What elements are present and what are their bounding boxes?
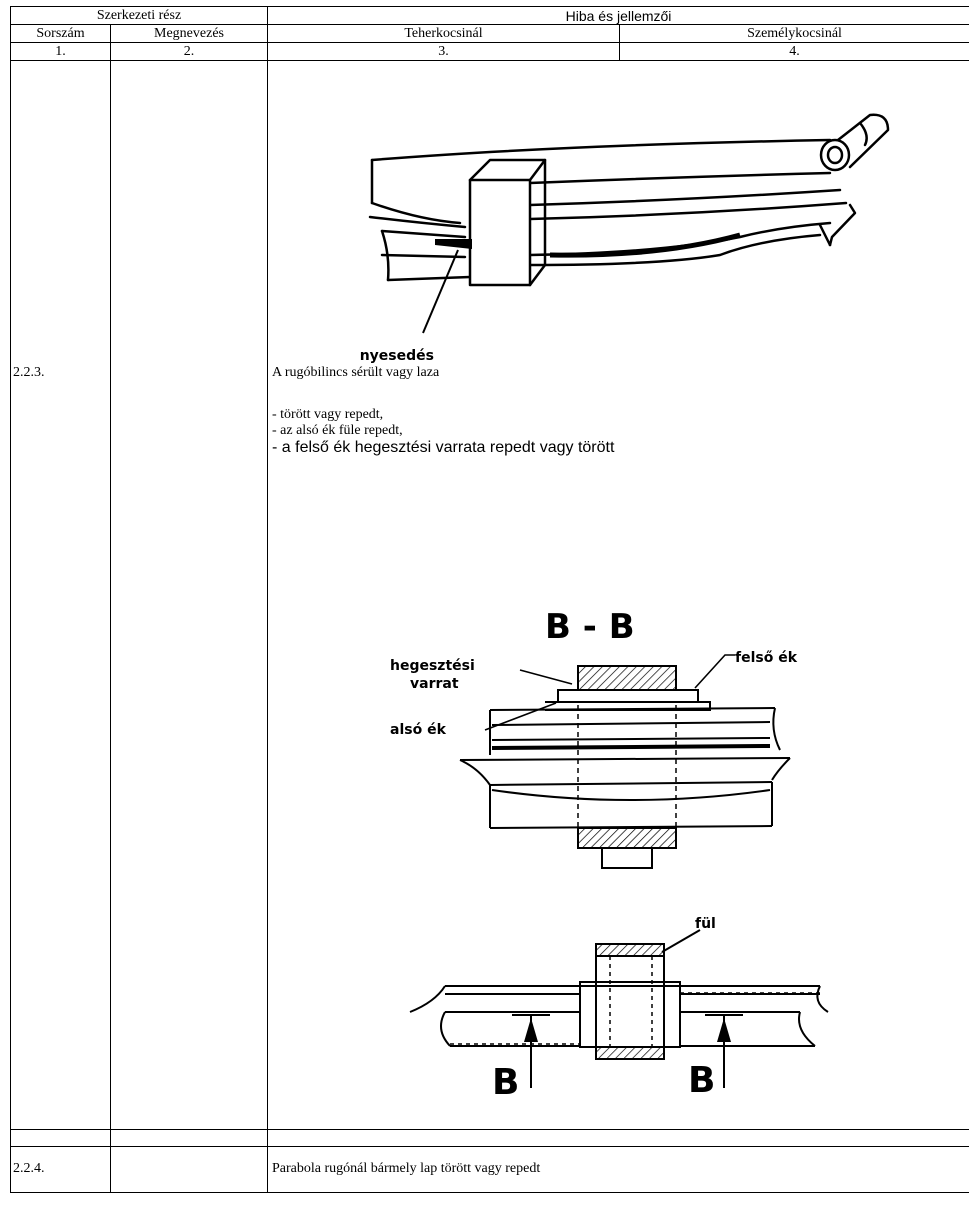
- row-number: 2.2.4.: [13, 1161, 45, 1176]
- polished-label: kifényesedés: [360, 348, 434, 364]
- header-num-1: 1.: [10, 42, 111, 61]
- empty-cell: [10, 1129, 111, 1147]
- section-b-b-figure: B - B hegesztési varrat felső ék al: [390, 607, 798, 869]
- defect-item-3: - a felső ék hegesztési varrata repedt v…: [272, 439, 615, 456]
- header-num-2: 2.: [110, 42, 268, 61]
- header-num-3: 3.: [267, 42, 620, 61]
- row-number-cell: 2.2.3.: [10, 60, 111, 1130]
- empty-cell: [266, 1129, 969, 1147]
- row-description-cell: Parabola rugónál bármely lap törött vagy…: [266, 1146, 969, 1193]
- defect-heading: A rugóbilincs sérült vagy laza: [272, 365, 440, 380]
- header-num-4: 4.: [618, 42, 969, 61]
- row-number: 2.2.3.: [13, 365, 45, 380]
- empty-cell: [110, 1129, 268, 1147]
- clamp-side-view-figure: fül B B: [409, 916, 829, 1100]
- defect-table: Szerkezeti rész Hiba és jellemzői Sorszá…: [10, 6, 969, 1193]
- row-name-cell: [110, 1146, 268, 1193]
- lower-wedge-label: alsó ék: [390, 722, 447, 738]
- upper-wedge-label: felső ék: [735, 650, 798, 666]
- weld-label-2: varrat: [410, 676, 459, 692]
- defect-item-1: - törött vagy repedt,: [272, 407, 384, 422]
- header-structural-part: Szerkezeti rész: [10, 6, 268, 25]
- ear-label: fül: [695, 916, 716, 932]
- defect-item-2: - az alsó ék füle repedt,: [272, 423, 403, 438]
- section-mark-right: B: [688, 1060, 715, 1100]
- header-passenger-car: Személykocsinál: [618, 24, 969, 43]
- row-number-cell: 2.2.4.: [10, 1146, 111, 1193]
- weld-label: hegesztési: [390, 658, 475, 674]
- spring-clamp-figure: kifényesedés: [360, 113, 890, 364]
- row-name-cell: [110, 60, 268, 1130]
- row-2-2-4: 2.2.4. Parabola rugónál bármely lap törö…: [10, 1146, 969, 1193]
- header-name: Megnevezés: [110, 24, 268, 43]
- section-title: B - B: [545, 607, 635, 647]
- header-defects: Hiba és jellemzői: [266, 6, 969, 25]
- header-serial-number: Sorszám: [10, 24, 111, 43]
- section-mark-left: B: [492, 1062, 519, 1100]
- defect-text: Parabola rugónál bármely lap törött vagy…: [272, 1161, 541, 1176]
- header-freight-car: Teherkocsinál: [267, 24, 620, 43]
